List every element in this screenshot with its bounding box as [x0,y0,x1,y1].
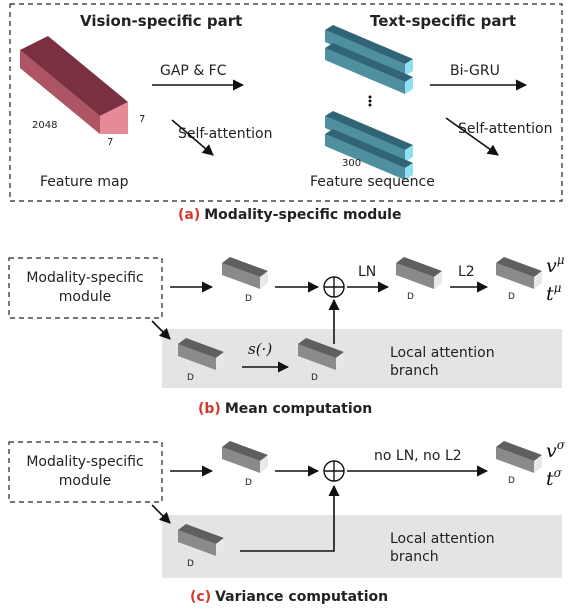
sum-node-c [323,460,345,482]
d-c-1: D [245,478,252,488]
sum-node-b [323,276,345,298]
local-attention-panel-b [162,329,562,388]
dim-300: 300 [342,158,361,169]
feature-bar-b-1 [222,257,268,289]
gap-fc-label: GAP & FC [160,63,227,79]
bi-gru-label: Bi-GRU [450,63,500,79]
t-sigma-symbol: tσ [546,466,563,490]
feature-bar-c-2 [496,441,542,473]
caption-c-tag: (c) [190,589,211,605]
modality-module-border [9,3,563,202]
t-mu-symbol: tμ [546,281,562,305]
vision-part-title: Vision-specific part [80,12,242,30]
s-function-label: s(·) [248,340,272,358]
self-attention-label-1: Self-attention [178,126,272,142]
module-label-b-1: Modality-specific [26,270,143,286]
caption-b-text: Mean computation [225,401,372,417]
self-attention-arrow-2 [445,117,499,156]
module-label-c-1: Modality-specific [26,454,143,470]
branch-arrow-c [151,504,171,524]
feature-bar-b-3 [496,257,542,289]
branch-arrow-b [151,320,171,340]
module-label-b-2: module [59,289,111,305]
d-b-5: D [311,373,318,383]
caption-b: (b)Mean computation [198,401,372,417]
d-c-3: D [187,559,194,569]
d-b-2: D [407,292,414,302]
ln-label: LN [358,264,376,280]
local-attention-panel-c [162,515,562,578]
d-b-3: D [508,292,515,302]
branch-label-b-1: Local attention [390,345,495,361]
caption-a-text: Modality-specific module [204,207,401,223]
self-attention-label-2: Self-attention [458,121,552,137]
no-ln-l2-label: no LN, no L2 [374,448,462,464]
caption-a: (a)Modality-specific module [178,207,401,223]
branch-label-c-1: Local attention [390,531,495,547]
d-b-4: D [187,373,194,383]
feature-sequence-label: Feature sequence [310,174,435,190]
feature-sequence-bars [325,25,413,180]
dim-2048: 2048 [32,120,57,131]
branch-label-c-2: branch [390,549,439,565]
caption-a-tag: (a) [178,207,200,223]
feature-map-cuboid [20,36,128,134]
modality-module-box-c [8,441,163,503]
up-arrow-c [240,484,340,552]
branch-label-b-2: branch [390,363,439,379]
dim-7-right: 7 [139,114,145,125]
feature-bar-c-1 [222,441,268,473]
caption-c-text: Variance computation [215,589,388,605]
self-attention-arrow-1 [171,119,214,156]
caption-b-tag: (b) [198,401,221,417]
v-mu-symbol: vμ [546,253,565,277]
dim-7-bottom: 7 [107,137,113,148]
caption-c: (c)Variance computation [190,589,388,605]
feature-map-label: Feature map [40,174,129,190]
modality-module-box-b [8,257,163,319]
d-c-2: D [508,476,515,486]
module-label-c-2: module [59,473,111,489]
feature-bar-b-2 [396,257,442,289]
text-part-title: Text-specific part [370,12,516,30]
d-b-1: D [245,294,252,304]
l2-label: L2 [458,264,475,280]
v-sigma-symbol: vσ [546,438,566,462]
